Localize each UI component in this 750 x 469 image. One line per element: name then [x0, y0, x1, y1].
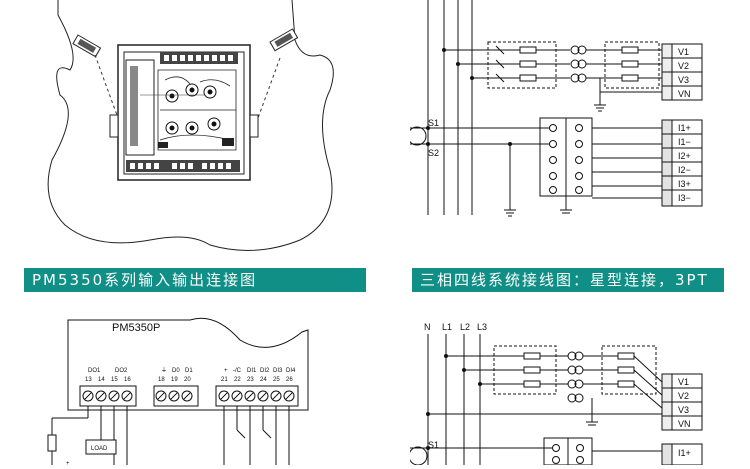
terminal-i3-plus: I3+: [678, 179, 691, 189]
num-21: 21: [221, 377, 228, 383]
bottom-terminal-strip: [126, 160, 240, 172]
wiring-diagram-top: S1 S2 V1 V2 V3 VN I1+ I1− I2+ I2−: [407, 0, 740, 225]
terminal-i1-plus: I1+: [678, 123, 691, 133]
meter-rear-view-diagram: [40, 0, 360, 255]
fuse: [47, 434, 57, 452]
voltage-terminal-block-bottom: V1 V2 V3 VN: [661, 373, 703, 431]
num-23: 23: [247, 377, 254, 383]
top-terminal-strip: [160, 52, 238, 64]
supply-plus: +: [66, 461, 70, 465]
line-label-l1: L1: [442, 322, 452, 332]
ct-label-s2: S2: [428, 148, 439, 158]
screw-terminals: [82, 390, 295, 402]
current-terminal-block: I1+ I1− I2+ I2− I3+ I3−: [661, 119, 703, 207]
num-14: 14: [98, 377, 105, 383]
label-di2: DI2: [260, 368, 270, 374]
terminal-i3-minus: I3−: [678, 193, 691, 203]
panel-outline: [47, 0, 334, 251]
device-title: PM5350P: [112, 322, 160, 334]
num-15: 15: [111, 377, 118, 383]
num-16: 16: [124, 377, 131, 383]
num-19: 19: [171, 377, 178, 383]
line-label-l3: L3: [477, 322, 487, 332]
num-18: 18: [158, 377, 165, 383]
wiring-diagram-bottom: N L1 L2 L3: [408, 318, 740, 466]
left-mounting-clip: [72, 34, 102, 58]
ct-label-s1-bottom: S1: [428, 440, 439, 450]
label-d0: D0: [172, 368, 180, 374]
label-minus-c: -/C: [233, 368, 242, 374]
terminal-vn: VN: [678, 89, 691, 99]
terminal-block-do: [79, 385, 137, 407]
terminal-sockets: [165, 83, 221, 135]
label-do1: DO1: [88, 368, 101, 374]
load-box: [85, 439, 117, 455]
num-24: 24: [260, 377, 267, 383]
terminal-v2: V2: [678, 61, 689, 71]
num-13: 13: [85, 377, 92, 383]
terminal-v2-bottom: V2: [678, 391, 689, 401]
terminal-vn-bottom: VN: [678, 419, 691, 429]
num-26: 26: [286, 377, 293, 383]
pt-transformers: [570, 45, 587, 83]
terminal-v1-bottom: V1: [678, 377, 689, 387]
load-label: LOAD: [91, 446, 108, 452]
current-transformer-bottom: [408, 446, 428, 466]
num-25: 25: [273, 377, 280, 383]
terminal-v1: V1: [678, 47, 689, 57]
label-plus: +: [224, 368, 228, 374]
terminal-v3-bottom: V3: [678, 405, 689, 415]
current-transformer: [407, 126, 427, 146]
label-di4: DI4: [286, 368, 296, 374]
ct-label-s1: S1: [428, 118, 439, 128]
label-di1: DI1: [247, 368, 257, 374]
terminal-i2-minus: I2−: [678, 165, 691, 175]
label-do2: DO2: [115, 368, 128, 374]
num-22: 22: [234, 377, 241, 383]
label-d1: D1: [185, 368, 193, 374]
ground-symbol-label: ⏚: [161, 367, 167, 374]
banner-io-connection: PM5350系列输入输出连接图: [24, 268, 366, 292]
terminal-i2-plus: I2+: [678, 151, 691, 161]
io-connection-diagram: PM5350P DO1 DO2 13 14 15 16 ⏚ D0 D1 18 1…: [40, 310, 370, 467]
current-terminal-block-bottom: I1+: [661, 443, 703, 466]
line-label-n: N: [424, 322, 431, 332]
terminal-i1-plus-bottom: I1+: [678, 448, 691, 458]
banner-3p4w-wiring: 三相四线系统接线图：星型连接，3PT: [412, 268, 724, 292]
right-mounting-clip: [269, 28, 299, 52]
terminal-i1-minus: I1−: [678, 137, 691, 147]
num-20: 20: [184, 377, 191, 383]
terminal-v3: V3: [678, 75, 689, 85]
voltage-terminal-block: V1 V2 V3 VN: [661, 43, 703, 101]
line-label-l2: L2: [460, 322, 470, 332]
label-di3: DI3: [273, 368, 283, 374]
